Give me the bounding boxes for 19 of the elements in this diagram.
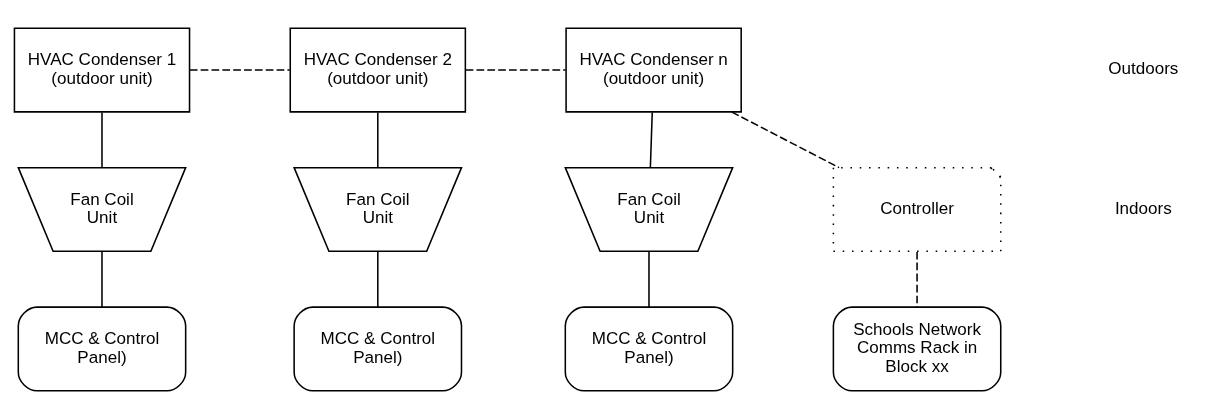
connector bbox=[189, 69, 291, 71]
connector bbox=[731, 111, 840, 169]
connector bbox=[649, 111, 653, 169]
node-box: MCC & Control Panel) bbox=[564, 306, 734, 392]
connector bbox=[101, 251, 103, 308]
connector bbox=[464, 69, 567, 71]
label: Outdoors bbox=[1108, 59, 1179, 79]
connector bbox=[377, 251, 379, 308]
connector bbox=[648, 251, 650, 308]
connector bbox=[101, 111, 103, 169]
label: Indoors bbox=[1114, 198, 1172, 218]
node-box: MCC & Control Panel) bbox=[293, 306, 463, 392]
connector bbox=[377, 111, 379, 169]
node-box: HVAC Condenser n (outdoor unit) bbox=[565, 27, 742, 113]
node-box: HVAC Condenser 1 (outdoor unit) bbox=[13, 27, 191, 113]
node-box: Schools Network Comms Rack in Block xx bbox=[832, 306, 1002, 392]
node-box: HVAC Condenser 2 (outdoor unit) bbox=[289, 27, 467, 113]
connector bbox=[916, 251, 918, 308]
node-box: MCC & Control Panel) bbox=[17, 306, 187, 392]
